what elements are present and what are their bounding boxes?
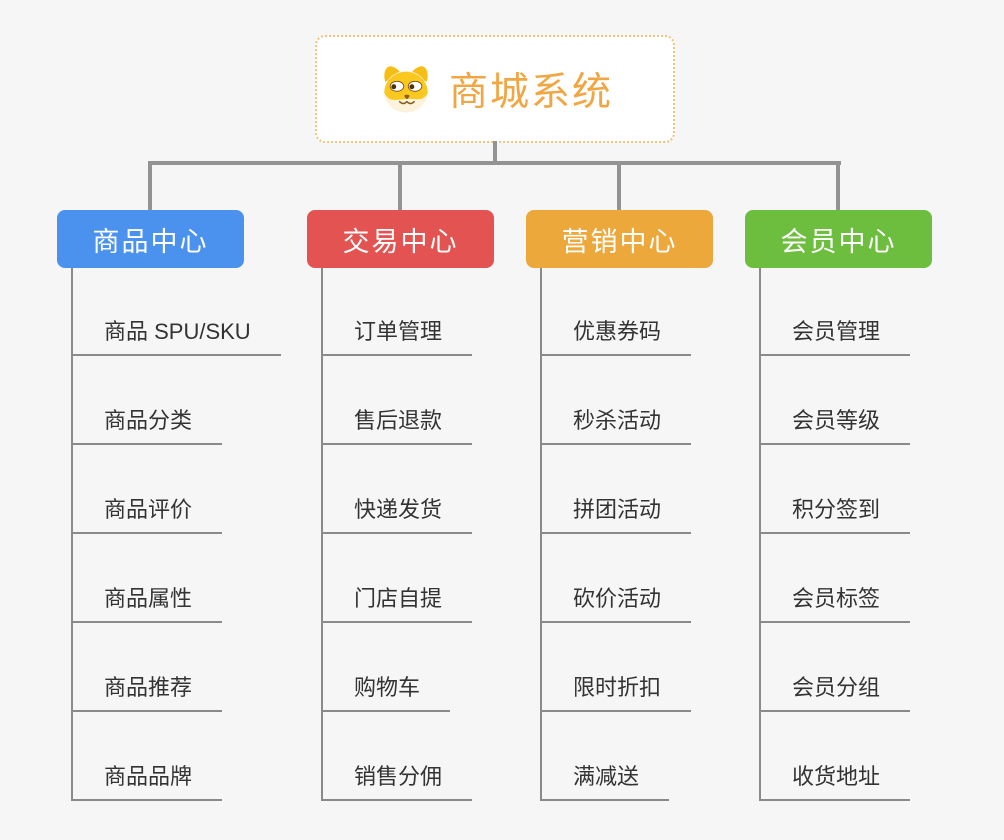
product-center-branch: 商品 SPU/SKU 商品分类 商品评价 商品属性 商品推荐 商品品牌 (71, 268, 281, 801)
branch-item[interactable]: 会员分组 (761, 674, 911, 712)
branch-item[interactable]: 商品评价 (73, 496, 223, 534)
branch-item[interactable]: 会员管理 (761, 318, 911, 356)
branch-item[interactable]: 收货地址 (761, 763, 911, 801)
branch-item[interactable]: 优惠券码 (542, 318, 692, 356)
branch-item[interactable]: 秒杀活动 (542, 407, 692, 445)
branch-item[interactable]: 购物车 (323, 674, 451, 712)
dog-face-icon (384, 66, 428, 113)
branch-item[interactable]: 商品 SPU/SKU (73, 318, 281, 356)
connector-stem (493, 141, 497, 165)
branch-item[interactable]: 门店自提 (323, 585, 473, 623)
branch-item[interactable]: 商品推荐 (73, 674, 223, 712)
product-center-node[interactable]: 商品中心 (57, 210, 244, 268)
trade-center-node[interactable]: 交易中心 (307, 210, 494, 268)
root-node-mall-system[interactable]: 商城系统 (315, 35, 675, 143)
branch-item[interactable]: 会员等级 (761, 407, 911, 445)
branch-item[interactable]: 商品品牌 (73, 763, 223, 801)
connector-drop (148, 161, 152, 210)
marketing-center-node[interactable]: 营销中心 (526, 210, 713, 268)
branch-item[interactable]: 快递发货 (323, 496, 473, 534)
branch-item[interactable]: 积分签到 (761, 496, 911, 534)
branch-item[interactable]: 商品分类 (73, 407, 223, 445)
connector-drop (836, 161, 840, 210)
connector-drop (398, 161, 402, 210)
branch-item[interactable]: 满减送 (542, 763, 670, 801)
branch-item[interactable]: 订单管理 (323, 318, 473, 356)
branch-item[interactable]: 售后退款 (323, 407, 473, 445)
connector-drop (617, 161, 621, 210)
branch-item[interactable]: 销售分佣 (323, 763, 473, 801)
trade-center-branch: 订单管理 售后退款 快递发货 门店自提 购物车 销售分佣 (321, 268, 473, 801)
branch-item[interactable]: 限时折扣 (542, 674, 692, 712)
root-title: 商城系统 (448, 71, 613, 114)
connector-rail (148, 161, 841, 165)
member-center-node[interactable]: 会员中心 (745, 210, 932, 268)
member-center-branch: 会员管理 会员等级 积分签到 会员标签 会员分组 收货地址 (759, 268, 911, 801)
marketing-center-branch: 优惠券码 秒杀活动 拼团活动 砍价活动 限时折扣 满减送 (540, 268, 692, 801)
branch-item[interactable]: 砍价活动 (542, 585, 692, 623)
branch-item[interactable]: 商品属性 (73, 585, 223, 623)
branch-item[interactable]: 拼团活动 (542, 496, 692, 534)
branch-item[interactable]: 会员标签 (761, 585, 911, 623)
